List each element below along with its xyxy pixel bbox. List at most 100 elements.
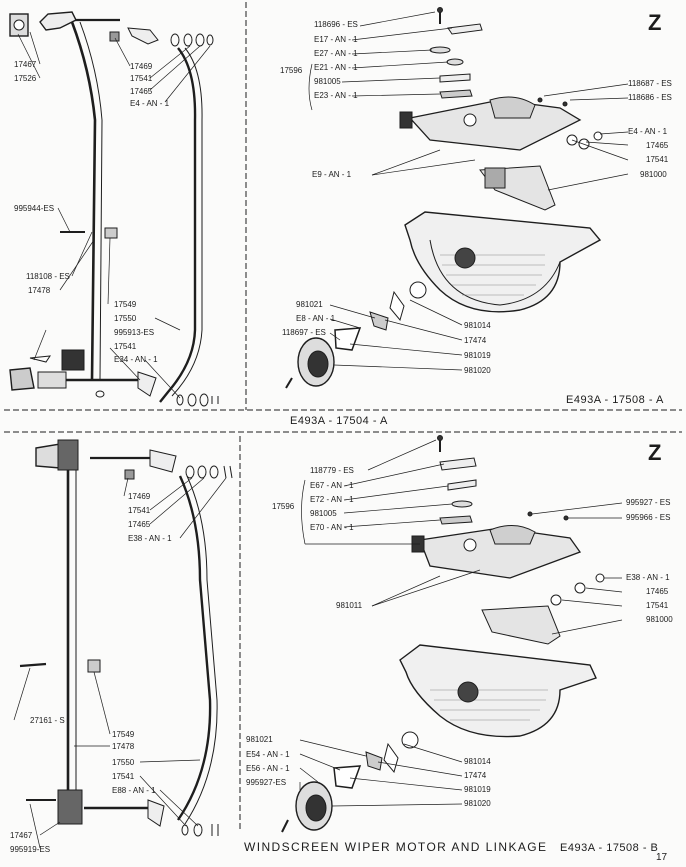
label-118696: 118696 - ES xyxy=(314,20,358,29)
bottom-connecting-rod-17550 xyxy=(177,475,212,821)
label-17596-top: 17596 xyxy=(280,66,303,75)
label-e8: E8 - AN - 1 xyxy=(296,314,336,323)
zone-marker-bottom: Z xyxy=(648,440,662,465)
label-995927: 995927 - ES xyxy=(626,498,671,507)
label-e4-top: E4 - AN - 1 xyxy=(130,99,170,108)
label-981000-bottom: 981000 xyxy=(646,615,673,624)
top-left-linkage xyxy=(9,11,219,407)
label-981020-top: 981020 xyxy=(464,366,491,375)
label-995913-top: 995913-ES xyxy=(114,328,155,337)
bottom-drive-link xyxy=(439,457,477,471)
label-17541-top-lower: 17541 xyxy=(114,342,137,351)
bottom-wiper-motor-body xyxy=(399,644,597,738)
label-17541-right: 17541 xyxy=(646,155,669,164)
label-981005-bottom: 981005 xyxy=(310,509,337,518)
label-e34-top: E34 - AN - 1 xyxy=(114,355,158,364)
label-17541-bottom: 17541 xyxy=(128,506,151,515)
divider-caption: E493A - 17504 - A xyxy=(290,415,388,427)
label-e88: E88 - AN - 1 xyxy=(112,786,156,795)
top-lever-crank xyxy=(39,11,77,31)
top-connecting-rod-17478 xyxy=(70,21,97,381)
label-118686: 118686 - ES xyxy=(628,93,672,102)
label-17549-bottom: 17549 xyxy=(112,730,135,739)
label-981005-top: 981005 xyxy=(314,77,341,86)
label-17541-bottom-lower: 17541 xyxy=(112,772,135,781)
label-981014-bottom: 981014 xyxy=(464,757,491,766)
top-lower-wheelbox xyxy=(9,367,35,391)
label-995927-lower: 995927-ES xyxy=(246,778,287,787)
label-e4-right: E4 - AN - 1 xyxy=(628,127,668,136)
label-e38-bottom-right: E38 - AN - 1 xyxy=(626,573,670,582)
top-connecting-rod-17550 xyxy=(159,47,197,403)
label-17596-bottom: 17596 xyxy=(272,502,295,511)
label-118779: 118779 - ES xyxy=(310,466,354,475)
label-e9: E9 - AN - 1 xyxy=(312,170,352,179)
label-17478-bottom: 17478 xyxy=(112,742,135,751)
label-995944-top: 995944-ES xyxy=(14,204,55,213)
label-17467-top: 17467 xyxy=(14,60,37,69)
label-17474-bottom: 17474 xyxy=(464,771,487,780)
label-17478-top: 17478 xyxy=(28,286,51,295)
label-981021-bottom: 981021 xyxy=(246,735,273,744)
label-981019-top: 981019 xyxy=(464,351,491,360)
bottom-motor-bracket-981000 xyxy=(481,605,561,645)
label-981020-bottom: 981020 xyxy=(464,799,491,808)
bottom-lower-wheelbox xyxy=(57,789,83,825)
figure-ref-top: E493A - 17508 - A xyxy=(566,394,664,406)
label-e23: E23 - AN - 1 xyxy=(314,91,358,100)
figure-ref-bottom: E493A - 17508 - B xyxy=(560,842,659,854)
label-e70: E70 - AN - 1 xyxy=(310,523,354,532)
diagram-title: WINDSCREEN WIPER MOTOR AND LINKAGE xyxy=(244,840,548,854)
label-995966: 995966 - ES xyxy=(626,513,671,522)
label-17465-bottom: 17465 xyxy=(128,520,151,529)
label-17550-bottom: 17550 xyxy=(112,758,135,767)
label-e17: E17 - AN - 1 xyxy=(314,35,358,44)
label-e72: E72 - AN - 1 xyxy=(310,495,354,504)
label-17469-top: 17469 xyxy=(130,62,153,71)
zone-marker-top: Z xyxy=(648,10,662,35)
label-995919: 995919-ES xyxy=(10,845,51,854)
label-118687: 118687 - ES xyxy=(628,79,672,88)
top-bush-block xyxy=(61,349,85,371)
bottom-pin-27161 xyxy=(19,662,47,668)
top-wiper-motor-body xyxy=(404,211,602,313)
label-17549-top: 17549 xyxy=(114,300,137,309)
label-981011: 981011 xyxy=(336,601,363,610)
top-bush-17469 xyxy=(109,31,120,42)
top-right-motor-assembly xyxy=(285,7,603,389)
bottom-left-linkage xyxy=(19,439,233,837)
label-17465-bottom-right: 17465 xyxy=(646,587,669,596)
top-drive-link xyxy=(447,23,483,35)
label-17526-top: 17526 xyxy=(14,74,37,83)
bottom-right-motor-assembly xyxy=(281,435,605,833)
label-17467-bottom: 17467 xyxy=(10,831,33,840)
top-motor-boss xyxy=(454,247,476,269)
label-981021-top: 981021 xyxy=(296,300,323,309)
label-981019-bottom: 981019 xyxy=(464,785,491,794)
label-e56: E56 - AN - 1 xyxy=(246,764,290,773)
label-17541-bottom-right: 17541 xyxy=(646,601,669,610)
bottom-bush-17549 xyxy=(87,659,101,673)
label-e38-bottom-left: E38 - AN - 1 xyxy=(128,534,172,543)
label-e21: E21 - AN - 1 xyxy=(314,63,358,72)
label-e54: E54 - AN - 1 xyxy=(246,750,290,759)
page-number: 17 xyxy=(656,852,668,863)
label-118108-top: 118108 - ES xyxy=(26,272,70,281)
label-981014-top: 981014 xyxy=(464,321,491,330)
bottom-bush-17469 xyxy=(124,469,135,480)
label-17465-top: 17465 xyxy=(130,87,153,96)
label-981000-top: 981000 xyxy=(640,170,667,179)
label-17474-top: 17474 xyxy=(464,336,487,345)
label-27161: 27161 - S xyxy=(30,716,65,725)
label-17465-right: 17465 xyxy=(646,141,669,150)
label-118697: 118697 - ES xyxy=(282,328,326,337)
label-e67: E67 - AN - 1 xyxy=(310,481,354,490)
bottom-motor-boss xyxy=(457,681,479,703)
label-e27: E27 - AN - 1 xyxy=(314,49,358,58)
label-17469-bottom: 17469 xyxy=(128,492,151,501)
label-17541-top: 17541 xyxy=(130,74,153,83)
label-17550-top: 17550 xyxy=(114,314,137,323)
top-bush-17549 xyxy=(104,227,118,239)
